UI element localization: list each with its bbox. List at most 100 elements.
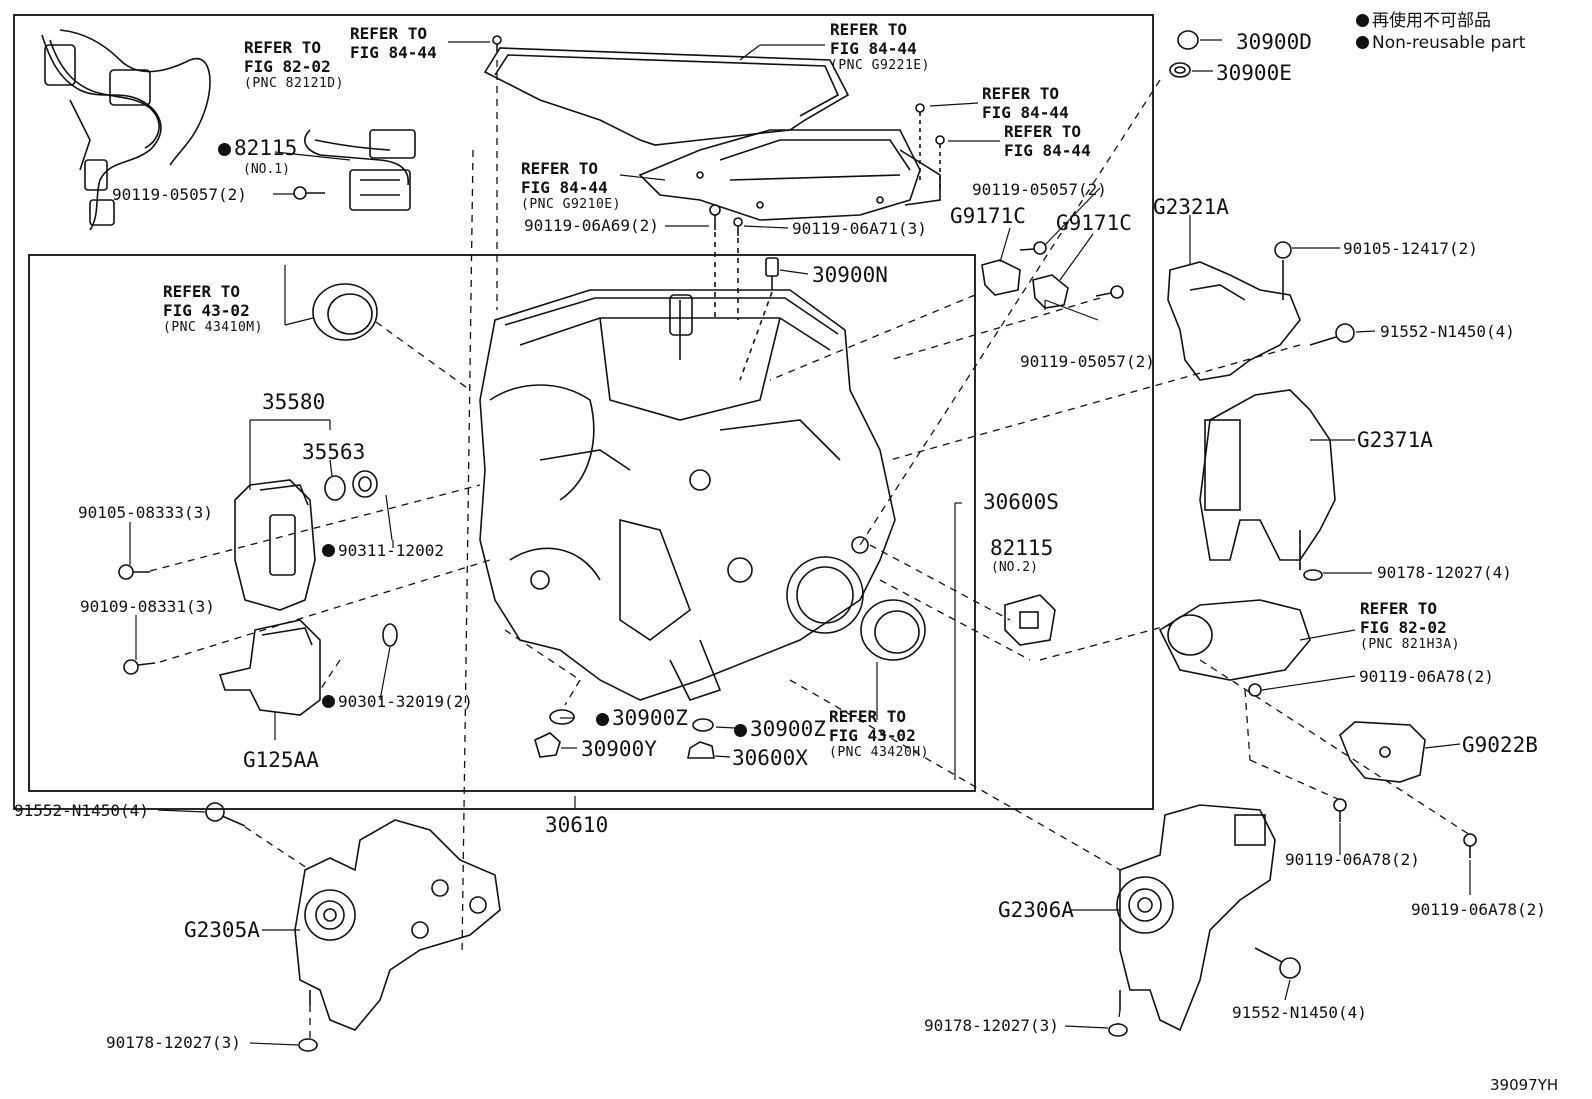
mount-g2306a-drawing: [1108, 804, 1301, 1037]
refer-line1: REFER TO: [1360, 599, 1438, 618]
part-label-30900n[interactable]: 30900N: [812, 263, 888, 287]
legend-en-text: Non-reusable part: [1372, 33, 1526, 53]
part-label-30600x[interactable]: 30600X: [732, 746, 808, 770]
part-label-35580[interactable]: 35580: [262, 390, 326, 414]
part-label-g9171c-a[interactable]: G9171C: [950, 204, 1026, 228]
refer-pnc: (PNC G9221E): [830, 58, 930, 73]
nonreusable-dot-icon: [596, 713, 609, 726]
sensors-g9171c-drawing: [981, 241, 1124, 309]
part-code: 90311-12002: [338, 541, 444, 560]
part-code: 30900Z: [750, 717, 826, 741]
part-label-30900e[interactable]: 30900E: [1216, 61, 1292, 85]
alignment-dashes: [149, 60, 1471, 1040]
part-label-90119-05057-b[interactable]: 90119-05057(2): [972, 180, 1107, 199]
part-label-90178-12027-4[interactable]: 90178-12027(4): [1377, 563, 1512, 582]
part-label-91552-n1450-b[interactable]: 91552-N1450(4): [1232, 1003, 1367, 1022]
valve-body-drawing: [638, 103, 945, 221]
part-label-90119-05057-a[interactable]: 90119-05057(2): [112, 185, 247, 204]
part-label-90119-05057-c[interactable]: 90119-05057(2): [1020, 352, 1155, 371]
nonreusable-dot-icon: [322, 544, 335, 557]
part-label-g9171c-b[interactable]: G9171C: [1056, 211, 1132, 235]
part-label-90105-12417[interactable]: 90105-12417(2): [1343, 239, 1478, 258]
refer-line1: REFER TO: [350, 24, 428, 43]
refer-pnc: (PNC G9210E): [521, 197, 621, 212]
part-label-30900z-b[interactable]: 30900Z: [734, 717, 826, 741]
part-label-g2306a[interactable]: G2306A: [998, 898, 1074, 922]
refer-fig-43-02-right[interactable]: REFER TO FIG 43-02 (PNC 43420H): [829, 707, 929, 761]
part-label-90301-32019[interactable]: 90301-32019(2): [322, 692, 473, 711]
sensor-82115-no2-drawing: [1004, 594, 1056, 646]
legend: 再使用不可部品 Non-reusable part: [1356, 10, 1525, 54]
refer-line2: FIG 43-02: [829, 726, 916, 745]
refer-fig-84-44-gasket[interactable]: REFER TO FIG 84-44 (PNC G9210E): [521, 159, 621, 213]
part-label-90119-06a78-c[interactable]: 90119-06A78(2): [1411, 900, 1546, 919]
refer-fig-43-02-left[interactable]: REFER TO FIG 43-02 (PNC 43410M): [163, 282, 263, 336]
transaxle-housing-drawing: [479, 289, 896, 701]
bracket-g2321a-drawing: [1167, 241, 1355, 381]
part-label-30600s[interactable]: 30600S: [983, 490, 1059, 514]
part-code: 90301-32019(2): [338, 692, 473, 711]
right-small-bolts-drawing: [1169, 30, 1477, 858]
cooler-g125aa-drawing: [218, 619, 398, 716]
refer-line1: REFER TO: [244, 38, 322, 57]
part-label-g2321a[interactable]: G2321A: [1153, 195, 1229, 219]
refer-line1: REFER TO: [1004, 122, 1082, 141]
part-label-90109-08331[interactable]: 90109-08331(3): [80, 597, 215, 616]
outer-assembly-frame: [13, 14, 1154, 810]
part-label-90119-06a69[interactable]: 90119-06A69(2): [524, 216, 659, 235]
part-label-30900z-a[interactable]: 30900Z: [596, 706, 688, 730]
refer-line2: FIG 84-44: [350, 43, 437, 62]
filter-35580-drawing: [234, 470, 378, 611]
oil-seal-right-drawing: [860, 599, 926, 661]
part-label-90178-12027-3a[interactable]: 90178-12027(3): [106, 1033, 241, 1052]
part-label-90119-06a78-a[interactable]: 90119-06A78(2): [1359, 667, 1494, 686]
refer-fig-84-44-r2[interactable]: REFER TO FIG 84-44: [1004, 122, 1091, 160]
refer-fig-82-02-right[interactable]: REFER TO FIG 82-02 (PNC 821H3A): [1360, 599, 1460, 653]
refer-pnc: (PNC 82121D): [244, 76, 344, 91]
inner-housing-frame: [28, 254, 976, 792]
part-label-90119-06a71[interactable]: 90119-06A71(3): [792, 219, 927, 238]
part-label-91552-n1450-l[interactable]: 91552-N1450(4): [14, 801, 149, 820]
refer-line2: FIG 43-02: [163, 301, 250, 320]
refer-line1: REFER TO: [829, 707, 907, 726]
refer-line1: REFER TO: [163, 282, 241, 301]
refer-fig-84-44-r1[interactable]: REFER TO FIG 84-44: [982, 84, 1069, 122]
part-label-g125aa[interactable]: G125AA: [243, 748, 319, 772]
nonreusable-dot-icon: [218, 143, 231, 156]
refer-fig-84-44-bolt[interactable]: REFER TO FIG 84-44: [350, 24, 437, 62]
part-label-35563[interactable]: 35563: [302, 440, 366, 464]
part-label-g2305a[interactable]: G2305A: [184, 918, 260, 942]
part-sublabel-82115-no1: (NO.1): [243, 162, 290, 177]
part-label-30900y[interactable]: 30900Y: [581, 737, 657, 761]
part-label-90119-06a78-b[interactable]: 90119-06A78(2): [1285, 850, 1420, 869]
oil-seal-left-drawing: [312, 283, 378, 341]
part-label-g9022b[interactable]: G9022B: [1462, 733, 1538, 757]
nonreusable-dot-icon: [1356, 14, 1369, 27]
part-label-90105-08333[interactable]: 90105-08333(3): [78, 503, 213, 522]
connector-82115-no1-drawing: [304, 129, 416, 211]
bottom-plugs-drawing: [534, 709, 715, 759]
part-label-30900d[interactable]: 30900D: [1236, 30, 1312, 54]
part-label-g2371a[interactable]: G2371A: [1357, 428, 1433, 452]
nonreusable-dot-icon: [734, 724, 747, 737]
legend-en-row: Non-reusable part: [1356, 32, 1525, 54]
part-label-90178-12027-3b[interactable]: 90178-12027(3): [924, 1016, 1059, 1035]
part-g9022b-drawing: [1339, 721, 1426, 783]
mount-ref-82-02-drawing: [1158, 599, 1311, 697]
part-label-82115-no2[interactable]: 82115: [990, 536, 1054, 560]
refer-pnc: (PNC 821H3A): [1360, 637, 1460, 652]
part-code: 82115: [234, 136, 298, 160]
leader-lines: [129, 39, 1471, 1046]
part-label-82115-no1[interactable]: 82115: [218, 136, 297, 160]
legend-jp-text: 再使用不可部品: [1372, 11, 1491, 31]
part-label-91552-n1450-r[interactable]: 91552-N1450(4): [1380, 322, 1515, 341]
refer-fig-82-02-top[interactable]: REFER TO FIG 82-02 (PNC 82121D): [244, 38, 344, 92]
refer-line1: REFER TO: [830, 20, 908, 39]
refer-fig-84-44-pan[interactable]: REFER TO FIG 84-44 (PNC G9221E): [830, 20, 930, 74]
part-label-90311-12002[interactable]: 90311-12002: [322, 541, 444, 560]
part-label-30610[interactable]: 30610: [545, 813, 609, 837]
refer-line1: REFER TO: [521, 159, 599, 178]
plug-30900n-drawing: [739, 257, 779, 381]
oil-pan-cover-drawing: [483, 35, 850, 146]
